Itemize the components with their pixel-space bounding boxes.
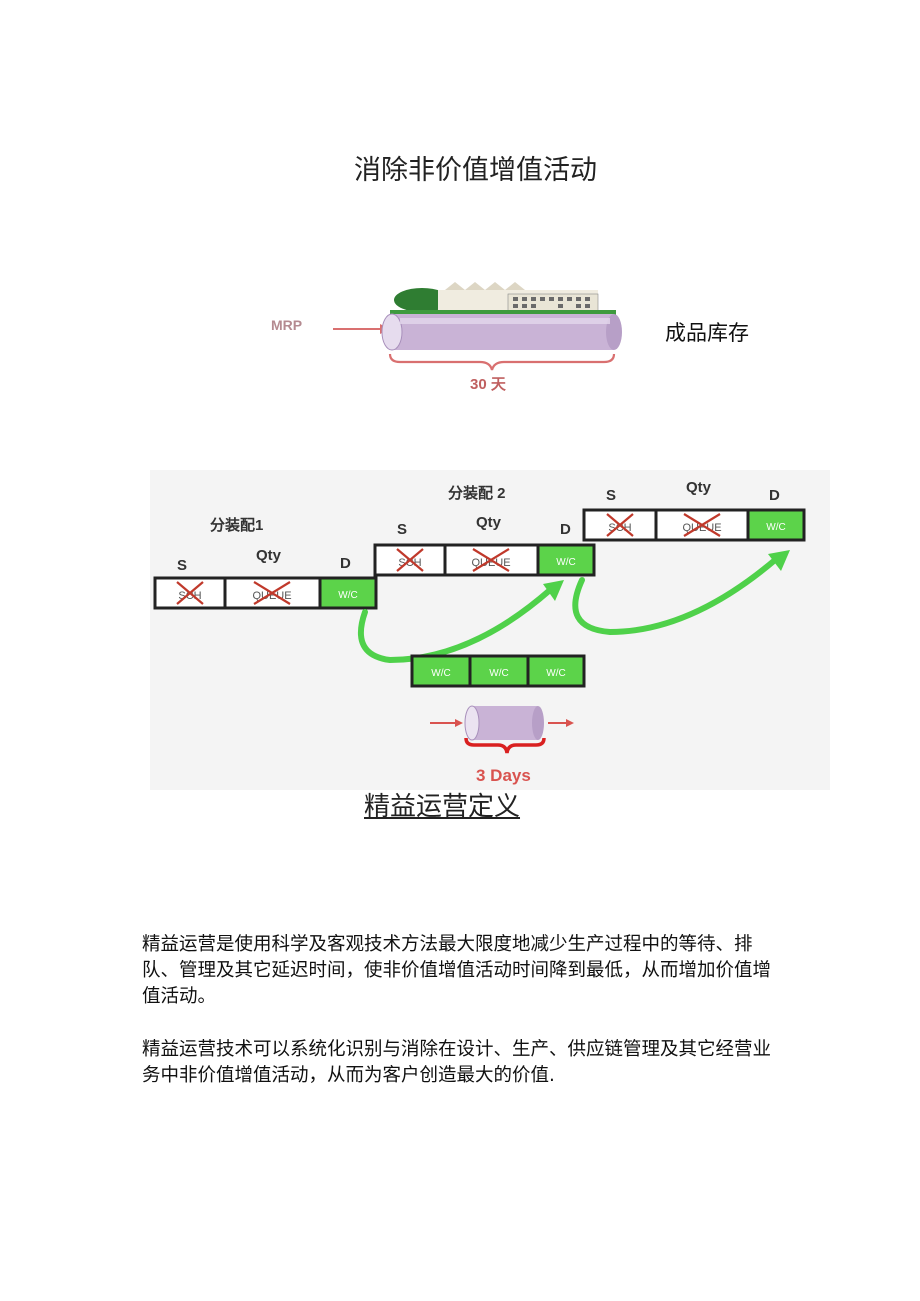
page-heading: 消除非价值增值活动 (354, 155, 597, 186)
cross-mark-2 (253, 581, 291, 605)
header-qty-1: Qty (256, 547, 282, 564)
small-input-arrowhead (455, 719, 463, 727)
cross-mark-1 (176, 581, 204, 605)
header-qty-2: Qty (476, 514, 502, 531)
header-qty-3: Qty (686, 479, 712, 496)
cross-mark-3 (396, 548, 424, 572)
wc-label-1: W/C (338, 590, 357, 601)
definition-paragraph-2: 精益运营技术可以系统化识别与消除在设计、生产、供应链管理及其它经营业务中非价值增… (142, 1039, 772, 1086)
definition-paragraph-1: 精益运营是使用科学及客观技术方法最大限度地减少生产过程中的等待、排队、管理及其它… (142, 934, 772, 1007)
wc-label-3: W/C (766, 522, 785, 533)
header-d-3: D (769, 487, 780, 504)
duration-30-label: 30 天 (470, 376, 506, 393)
lean-flow-diagram: 分装配1 分装配 2 S Qty D SCH QUEUE W/C S Qty D… (150, 470, 830, 790)
flow-arrow-1 (358, 587, 553, 664)
wc-bottom-label-3: W/C (546, 668, 565, 679)
wc-bottom-label-2: W/C (489, 668, 508, 679)
factory-pipeline-diagram (333, 282, 622, 371)
duration-brace (388, 353, 616, 371)
header-s-3: S (606, 487, 616, 504)
subassembly-1-label: 分装配1 (210, 516, 263, 534)
factory-icon (390, 282, 616, 318)
finished-goods-label: 成品库存 (665, 321, 749, 345)
mrp-label: MRP (271, 317, 303, 333)
duration-3days-label: 3 Days (476, 766, 531, 785)
subassembly-2-label: 分装配 2 (448, 484, 506, 502)
flow-arrow-2 (572, 557, 778, 636)
cross-mark-4 (472, 548, 510, 572)
header-d-2: D (560, 521, 571, 538)
header-s-1: S (177, 557, 187, 574)
wc-bottom-label-1: W/C (431, 668, 450, 679)
wc-label-2: W/C (556, 557, 575, 568)
flow-arrowhead-2 (768, 550, 790, 571)
wc-bottom-2 (468, 654, 530, 688)
wc-bottom-3 (526, 654, 586, 688)
flow-arrowhead-1 (543, 580, 564, 601)
cross-mark-6 (683, 513, 721, 537)
small-duration-brace (464, 737, 546, 754)
wc-box-2 (536, 543, 596, 577)
section-title: 精益运营定义 (364, 792, 521, 822)
header-d-1: D (340, 555, 351, 572)
wc-box-1 (318, 576, 378, 610)
cross-mark-5 (606, 513, 634, 537)
wc-bottom-1 (410, 654, 472, 688)
small-output-arrowhead (566, 719, 574, 727)
wc-box-3 (746, 508, 806, 542)
small-pipe-icon (464, 705, 544, 741)
header-s-2: S (397, 521, 407, 538)
pipe-icon (381, 313, 622, 351)
